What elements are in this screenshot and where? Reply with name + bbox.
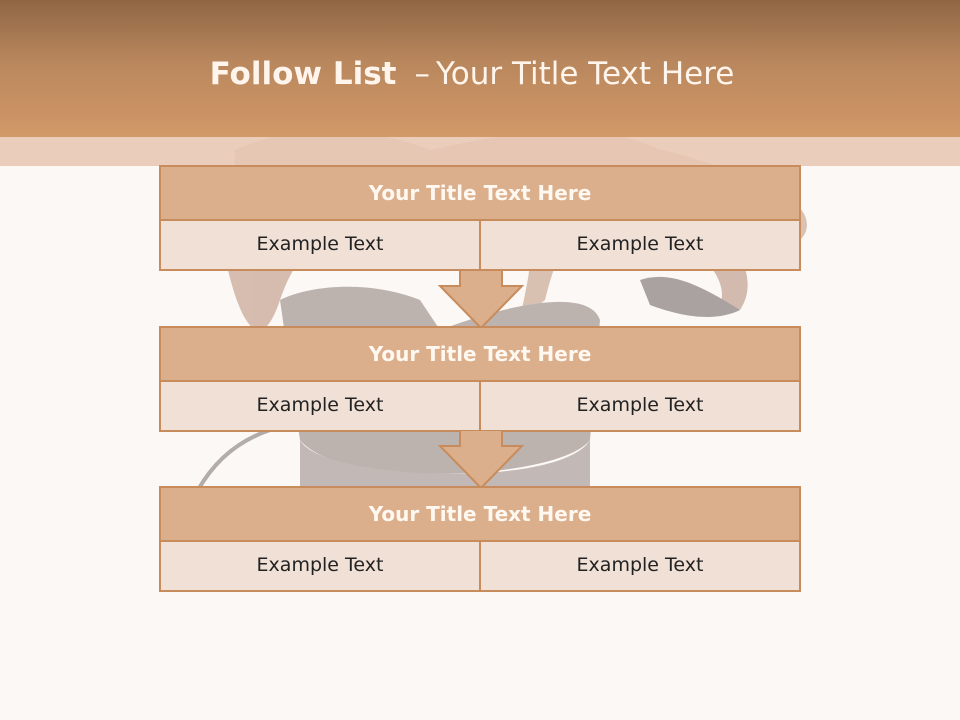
title-bold-part: Follow List (209, 56, 397, 92)
header-band (0, 137, 960, 166)
step-title: Your Title Text Here (159, 165, 801, 221)
step-cell-right: Example Text (479, 221, 799, 269)
step-block-1: Your Title Text Here Example Text Exampl… (159, 165, 801, 271)
title-dash: – (414, 56, 430, 92)
step-title: Your Title Text Here (159, 326, 801, 382)
down-arrow-icon (438, 430, 524, 490)
step-row: Example Text Example Text (159, 382, 801, 432)
slide-title: Follow List–Your Title Text Here (0, 56, 944, 92)
step-title: Your Title Text Here (159, 486, 801, 542)
step-row: Example Text Example Text (159, 542, 801, 592)
title-header (0, 0, 960, 137)
step-block-3: Your Title Text Here Example Text Exampl… (159, 486, 801, 592)
title-rest: Your Title Text Here (435, 56, 735, 92)
step-block-2: Your Title Text Here Example Text Exampl… (159, 326, 801, 432)
step-cell-left: Example Text (256, 233, 384, 255)
step-cell-left: Example Text (256, 394, 384, 416)
step-cell-left: Example Text (256, 554, 384, 576)
step-cell-right: Example Text (479, 542, 799, 590)
step-row: Example Text Example Text (159, 221, 801, 271)
step-cell-right: Example Text (479, 382, 799, 430)
down-arrow-icon (438, 270, 524, 330)
